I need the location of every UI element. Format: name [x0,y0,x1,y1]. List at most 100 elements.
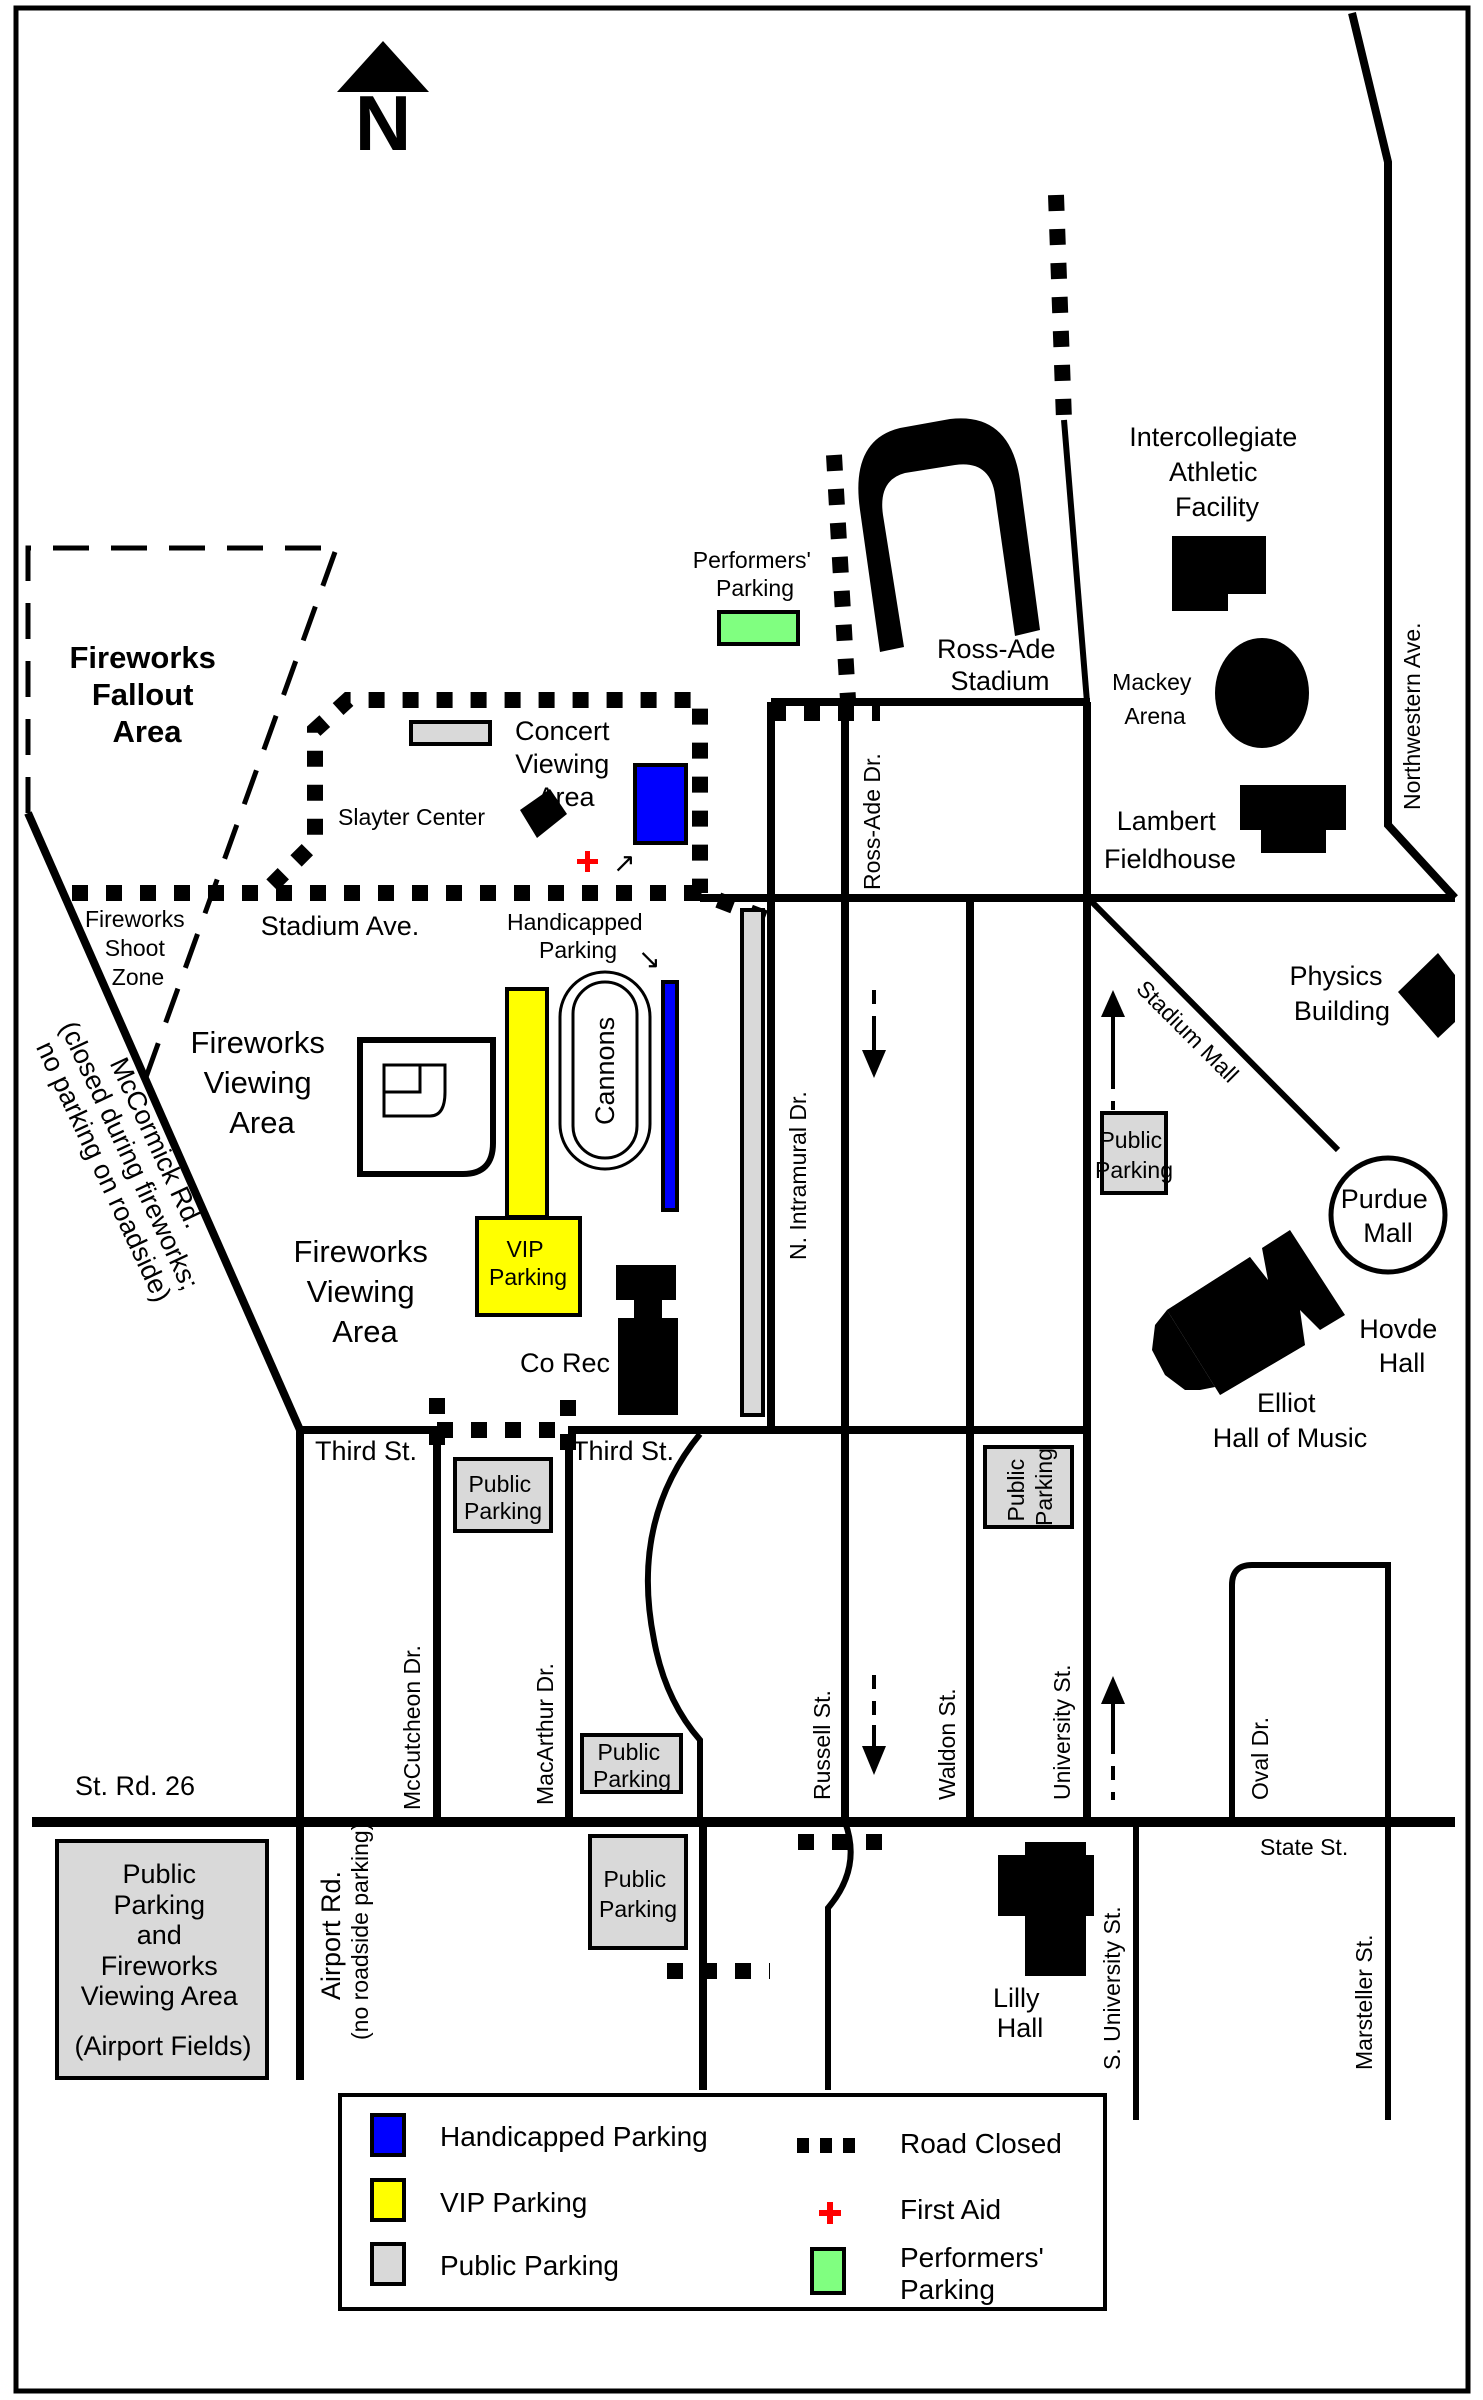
public-parking-south[interactable] [588,1834,688,1950]
handicapped-parking-strip[interactable] [661,980,679,1212]
north-road-east [1061,419,1090,703]
s-university-st-label: S. University St. [1099,1906,1125,2070]
northwestern-ave [1348,12,1458,901]
elliot-hall-label: Elliot Hall of Music [1213,1388,1368,1453]
public-parking-curve[interactable] [580,1733,683,1794]
n-intramural-dr-label: N. Intramural Dr. [785,1091,811,1260]
russell-st-south [825,1820,854,2090]
mackey-arena-building [1215,638,1309,748]
track-field-inner [382,1063,447,1118]
legend-vip-swatch [370,2178,406,2222]
stadium-ave-label: Stadium Ave. [261,911,420,941]
public-parking-third-st-label: Public Parking [464,1471,542,1524]
corec-building [616,1265,678,1415]
handicapped-parking-concert[interactable] [633,763,688,845]
third-st-west-label: Third St. [315,1436,417,1466]
legend-performers-swatch [810,2247,846,2295]
public-parking-university[interactable] [1100,1111,1168,1195]
track-field-inner-square [384,1063,422,1094]
ross-ade-stadium-building [858,418,1040,652]
curved-road [644,1432,703,1822]
physics-building-label: Physics Building [1289,961,1390,1026]
slayter-center-building [520,789,567,838]
legend-first-aid-icon [819,2202,841,2224]
road-closed-north-west [826,454,856,701]
lambert-fieldhouse-building [1240,785,1346,853]
performers-parking-lot[interactable] [717,610,800,646]
iaf-label: Intercollegiate Athletic Facility [1129,422,1305,522]
physics-building [1398,953,1455,1038]
legend: Handicapped Parking VIP Parking Public P… [338,2093,1107,2311]
public-parking-third-st[interactable] [453,1457,553,1533]
public-parking-waldon[interactable] [983,1445,1074,1529]
arrow-to-handicapped-icon: ↗ [613,848,636,878]
legend-public-swatch [370,2242,406,2286]
mccutcheon-dr-label: McCutcheon Dr. [399,1645,425,1810]
russell-st-label: Russell St. [809,1690,835,1800]
track-field-outline [357,1037,496,1177]
legend-handicapped-label: Handicapped Parking [440,2121,708,2152]
marsteller-st-label: Marsteller St. [1351,1935,1377,2070]
northwestern-ave-label: Northwestern Ave. [1399,622,1425,810]
stadium-mall-label: Stadium Mall [1131,975,1243,1087]
slayter-label: Slayter Center [338,804,485,830]
lambert-fieldhouse-label: Lambert Fieldhouse [1104,806,1236,874]
vip-parking-strip[interactable] [505,987,549,1219]
concert-area-label: Concert Viewing Area [515,716,617,812]
public-parking-curve-label: Public Parking [593,1739,671,1792]
one-way-north-arrow-lower-icon [1101,1676,1125,1800]
cannons-label: Cannons [590,1017,620,1125]
purdue-mall-label: Purdue Mall [1341,1184,1436,1248]
legend-performers-label: Performers' Parking [900,2242,1052,2305]
state-st-label: State St. [1260,1834,1348,1860]
arrow-to-handicapped-strip-icon: ↘ [638,944,661,974]
mackey-arena-label: Mackey Arena [1112,669,1198,729]
legend-road-closed-label: Road Closed [900,2128,1062,2159]
cannons-inner-oval [571,980,639,1160]
viewing-area-north-label: Fireworks Viewing Area [191,1025,334,1140]
concert-stage [409,720,492,746]
legend-box [338,2093,1107,2311]
north-arrow-icon: N [337,41,429,167]
legend-handicapped-swatch [370,2113,406,2157]
ross-ade-stadium-label: Ross-Ade Stadium [937,634,1063,696]
oval-dr-label: Oval Dr. [1247,1717,1273,1800]
elliot-hovde-building [1152,1230,1345,1395]
public-parking-university-label: Public Parking [1095,1127,1173,1183]
purdue-mall-circle [1328,1155,1448,1275]
vip-parking-lot[interactable] [475,1216,582,1317]
airport-fields-parking[interactable] [55,1839,269,2080]
legend-road-closed-icon [797,2138,855,2153]
lilly-hall-building [998,1842,1094,1976]
north-label: N [355,79,411,167]
airport-rd-note: (no roadside parking) [347,1823,373,2040]
public-parking-intramural-strip[interactable] [740,908,765,1417]
first-aid-icon [577,851,598,872]
cannons-outer-oval [558,970,652,1171]
concert-loop-closed [266,692,773,928]
shoot-zone-label: Fireworks Shoot Zone [85,906,191,990]
legend-vip-label: VIP Parking [440,2187,587,2218]
airport-rd-label: Airport Rd. [316,1871,346,2000]
waldon-st-label: Waldon St. [934,1688,960,1800]
road-closed-north-east [1048,194,1072,421]
oval-dr [1229,1562,1391,2100]
stadium-mall [1087,897,1341,1153]
mccormick-road [24,811,304,1432]
viewing-area-south-label: Fireworks Viewing Area [294,1234,437,1349]
airport-fields-label: Public Parking and Fireworks Viewing Are… [74,1859,251,2061]
map-frame [13,5,1471,2394]
legend-first-aid-label: First Aid [900,2194,1001,2225]
lilly-hall-label: Lilly Hall [993,1983,1047,2043]
macarthur-dr-label: MacArthur Dr. [532,1663,558,1805]
performers-parking-label: Performers' Parking [693,547,818,601]
third-st-east-label: Third St. [572,1436,674,1466]
university-st-label: University St. [1049,1665,1075,1800]
legend-public-label: Public Parking [440,2250,619,2281]
ross-ade-dr-label: Ross-Ade Dr. [859,753,885,890]
one-way-south-arrow-lower-icon [862,1675,886,1775]
one-way-north-arrow-icon [1101,990,1125,1110]
third-st-closed [429,1398,576,1450]
handicapped-parking-label: Handicapped Parking [507,909,649,963]
